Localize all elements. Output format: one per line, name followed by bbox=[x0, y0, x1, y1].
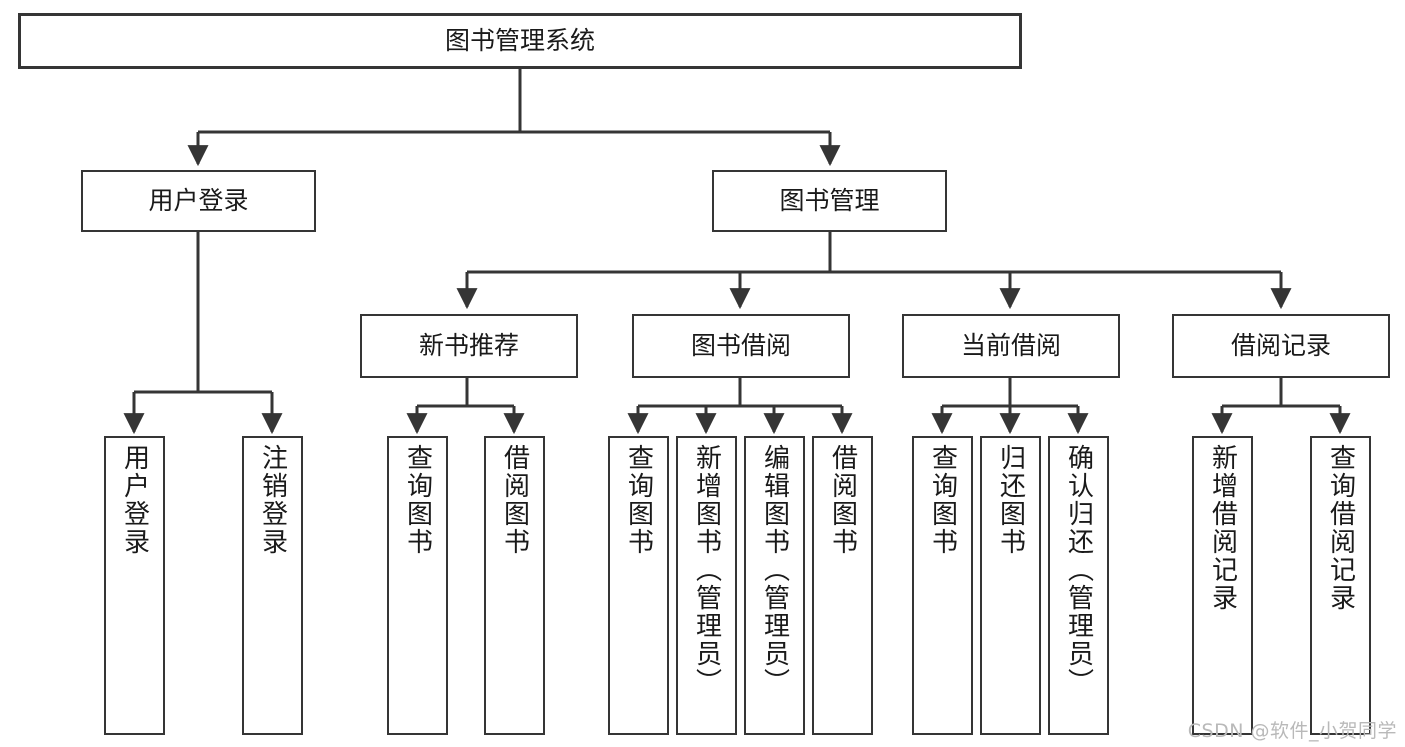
node-label: 查询图书 bbox=[623, 444, 654, 556]
leaf-record-add-record[interactable]: 新增借阅记录 bbox=[1192, 436, 1253, 735]
node-label: 图书借阅 bbox=[690, 331, 791, 361]
leaf-borrow-borrow-book[interactable]: 借阅图书 bbox=[812, 436, 873, 735]
leaf-new-book-borrow[interactable]: 借阅图书 bbox=[484, 436, 545, 735]
leaf-borrow-edit-book-admin[interactable]: 编辑图书（管理员） bbox=[744, 436, 805, 735]
leaf-current-confirm-return-admin[interactable]: 确认归还（管理员） bbox=[1048, 436, 1109, 735]
node-borrow-record[interactable]: 借阅记录 bbox=[1172, 314, 1390, 378]
leaf-current-query-book[interactable]: 查询图书 bbox=[912, 436, 973, 735]
node-label: 查询图书 bbox=[402, 444, 433, 556]
node-label: 新书推荐 bbox=[418, 331, 519, 361]
node-label: 用户登录 bbox=[119, 444, 150, 556]
node-label: 当前借阅 bbox=[960, 331, 1061, 361]
node-user-login[interactable]: 用户登录 bbox=[81, 170, 316, 232]
node-label: 查询图书 bbox=[927, 444, 958, 556]
node-current-borrow[interactable]: 当前借阅 bbox=[902, 314, 1120, 378]
node-label: 新增图书（管理员） bbox=[691, 444, 722, 696]
leaf-user-login-signin[interactable]: 用户登录 bbox=[104, 436, 165, 735]
node-label: 查询借阅记录 bbox=[1325, 444, 1356, 612]
node-label: 编辑图书（管理员） bbox=[759, 444, 790, 696]
node-label: 借阅记录 bbox=[1230, 331, 1331, 361]
node-root-library-system[interactable]: 图书管理系统 bbox=[18, 13, 1022, 69]
node-new-book-recommend[interactable]: 新书推荐 bbox=[360, 314, 578, 378]
node-label: 注销登录 bbox=[257, 444, 288, 556]
node-label: 图书管理 bbox=[779, 186, 880, 216]
csdn-watermark: CSDN @软件_小贺同学 bbox=[1187, 720, 1397, 742]
leaf-borrow-query-book[interactable]: 查询图书 bbox=[608, 436, 669, 735]
leaf-borrow-add-book-admin[interactable]: 新增图书（管理员） bbox=[676, 436, 737, 735]
leaf-record-query-record[interactable]: 查询借阅记录 bbox=[1310, 436, 1371, 735]
node-book-borrow[interactable]: 图书借阅 bbox=[632, 314, 850, 378]
node-book-management[interactable]: 图书管理 bbox=[712, 170, 947, 232]
node-label: 图书管理系统 bbox=[444, 26, 595, 56]
node-label: 确认归还（管理员） bbox=[1063, 444, 1094, 696]
leaf-current-return-book[interactable]: 归还图书 bbox=[980, 436, 1041, 735]
node-label: 新增借阅记录 bbox=[1207, 444, 1238, 612]
node-label: 借阅图书 bbox=[499, 444, 530, 556]
leaf-user-login-signout[interactable]: 注销登录 bbox=[242, 436, 303, 735]
leaf-new-book-query[interactable]: 查询图书 bbox=[387, 436, 448, 735]
node-label: 借阅图书 bbox=[827, 444, 858, 556]
node-label: 用户登录 bbox=[148, 186, 249, 216]
node-label: 归还图书 bbox=[995, 444, 1026, 556]
